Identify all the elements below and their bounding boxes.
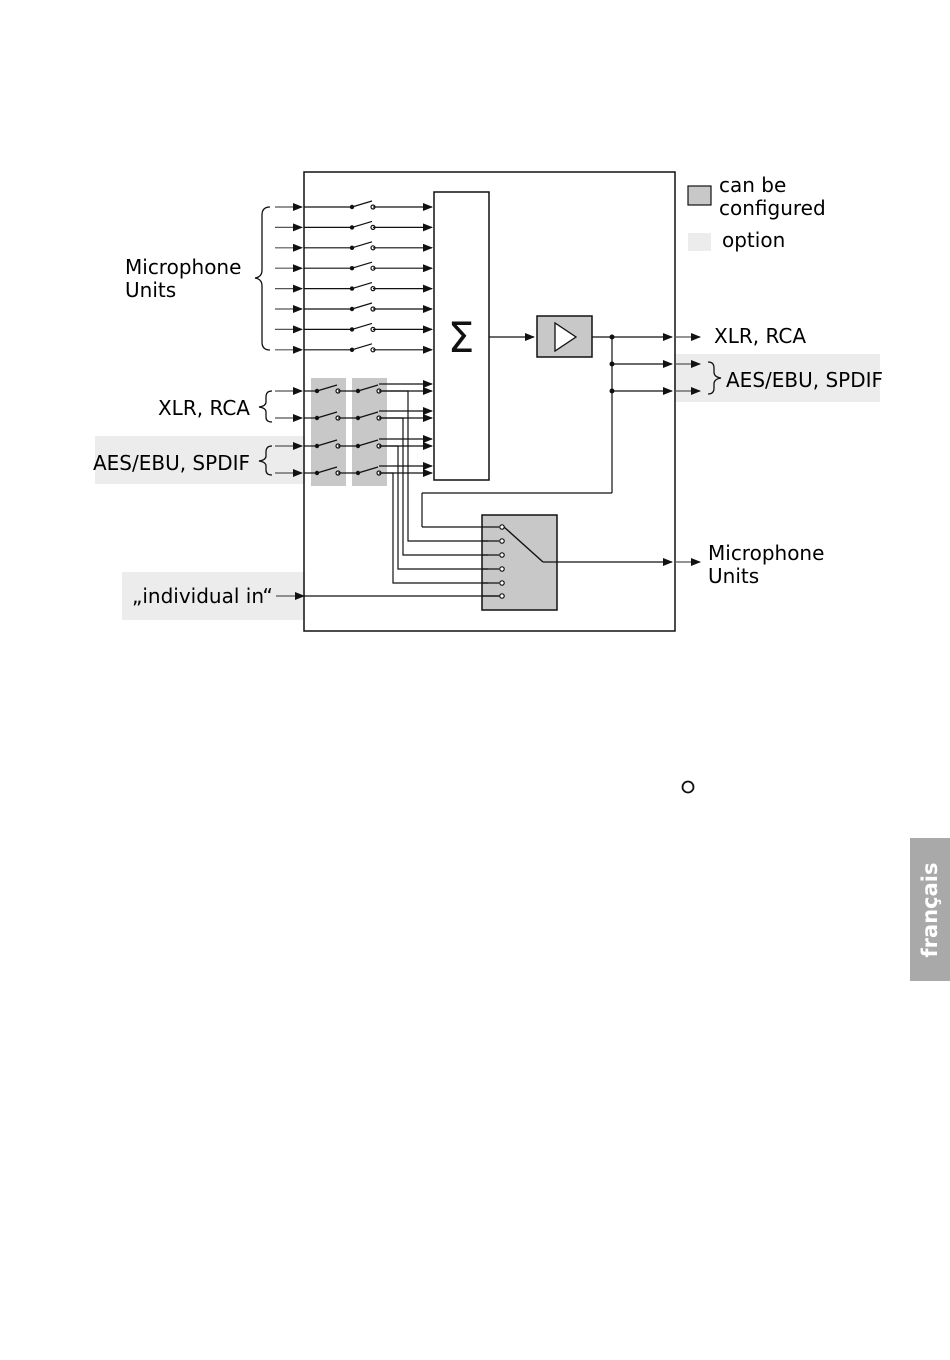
legend-option: option — [722, 228, 785, 252]
microphone-input-lines — [275, 201, 432, 352]
label-microphone-units-in-1: Microphone — [125, 255, 241, 279]
sum-symbol: Σ — [448, 313, 475, 362]
brace-xlr-rca-in — [259, 391, 272, 422]
brace-microphone-units — [255, 207, 270, 350]
label-xlr-rca-out: XLR, RCA — [714, 324, 806, 348]
legend-configured-line1: can be — [719, 173, 786, 197]
label-aes-ebu-spdif-out: AES/EBU, SPDIF — [726, 368, 883, 392]
legend-swatch-option — [688, 233, 711, 251]
small-circle-marker — [683, 782, 694, 793]
legend-swatch-configured — [688, 186, 711, 205]
language-tab-label: français — [918, 862, 942, 957]
label-xlr-rca-in: XLR, RCA — [158, 396, 250, 420]
label-microphone-units-out-2: Units — [708, 564, 759, 588]
label-individual-in: „individual in“ — [132, 584, 273, 608]
legend-configured-line2: configured — [719, 196, 826, 220]
label-microphone-units-in-2: Units — [125, 278, 176, 302]
label-aes-ebu-spdif-in: AES/EBU, SPDIF — [93, 451, 250, 475]
language-tab: français — [910, 838, 950, 981]
label-microphone-units-out-1: Microphone — [708, 541, 824, 565]
